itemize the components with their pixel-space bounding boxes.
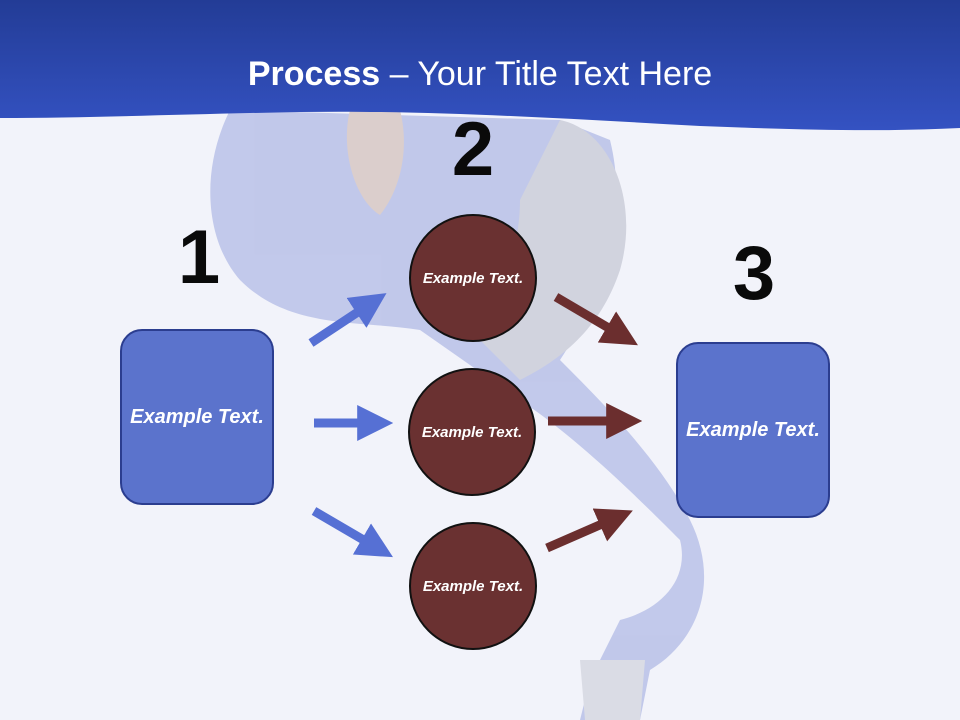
circle-bottom: Example Text.	[409, 522, 537, 650]
right-box-text: Example Text.	[686, 418, 820, 441]
circle-middle-text: Example Text.	[421, 423, 523, 441]
step-number-3: 3	[732, 231, 776, 316]
step-number-2: 2	[451, 107, 495, 192]
step-number-1: 1	[177, 215, 221, 300]
circle-top-text: Example Text.	[422, 269, 524, 287]
circle-middle: Example Text.	[408, 368, 536, 496]
circle-bottom-text: Example Text.	[422, 577, 524, 595]
header-band	[0, 0, 960, 131]
title-rest: – Your Title Text Here	[380, 55, 713, 93]
title-bold: Process	[247, 55, 381, 93]
circle-top: Example Text.	[409, 214, 537, 342]
right-box: Example Text.	[676, 342, 830, 518]
left-box-text: Example Text.	[130, 405, 264, 428]
left-box: Example Text.	[120, 329, 274, 505]
page-title: Process – Your Title Text Here	[0, 52, 960, 96]
